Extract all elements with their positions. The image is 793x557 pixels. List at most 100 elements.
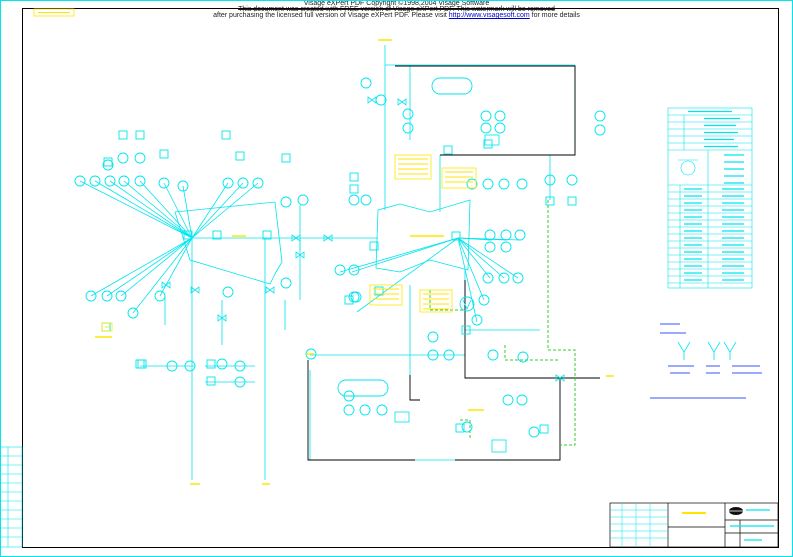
equipment-symbol [502,394,514,406]
equipment-symbol [234,376,246,388]
equipment-symbol [484,229,496,241]
equipment-symbol [154,290,166,302]
equipment-symbol [594,110,606,122]
instrument-tag [349,172,359,182]
equipment-symbol [427,331,439,343]
pipe-line [123,180,193,239]
annotation-box [441,167,477,189]
pipe-line [191,182,229,239]
signal-line [504,345,560,361]
equipment-symbol [252,177,264,189]
equipment-symbols [74,77,606,453]
pipe-line [182,185,193,239]
watermark-line-1: Visage eXPert PDF Copyright ©1998,2004 V… [303,0,490,7]
instrument-tag [451,231,461,241]
pipe-line [191,182,259,239]
boundary-line [455,378,561,461]
equipment-symbol [177,180,189,192]
instrument-tag [262,230,272,240]
pipe-line [457,237,491,279]
equipment-symbol [484,241,496,253]
valve-symbol [323,234,333,242]
equipment-symbol [134,152,146,164]
equipment-symbol [517,351,529,363]
instrument-tag [443,145,453,155]
equipment-symbol [74,175,86,187]
pipe-line [351,237,459,273]
pipe-line [457,237,478,323]
equipment-symbol [237,177,249,189]
equipment-symbol [102,159,114,171]
instrument-tag [483,139,493,149]
equipment-symbol [280,196,292,208]
manifold-housing [375,199,471,273]
annotation-box [369,284,403,306]
equipment-symbol [104,175,116,187]
instrument-tag [103,157,113,167]
equipment-symbol [566,174,578,186]
instrument-tag [206,359,216,369]
equipment-symbol [498,272,510,284]
equipment-symbol [375,94,387,106]
pipe-line [457,237,519,279]
equipment-symbol [360,77,372,89]
equipment-symbol [427,349,439,361]
annotation-boxes [95,39,614,485]
equipment-symbol [480,110,492,122]
equipment-symbol [359,404,371,416]
pipe-line [132,237,193,314]
pipe-line [120,237,193,297]
equipment-symbol [127,307,139,319]
signal-line [429,290,465,311]
manifold-housing [174,201,283,285]
equipment-symbol [280,277,292,289]
visagesoft-link[interactable]: http://www.visagesoft.com [448,12,530,19]
instrument-tag [281,153,291,163]
annotation-box [394,154,432,180]
instrument-tag [135,359,145,369]
watermark-line-3: after purchasing the licensed full versi… [0,12,793,20]
equipment-symbol [512,272,524,284]
annotation-box [419,289,453,313]
valve-symbol [217,314,227,322]
equipment-symbol [234,360,246,372]
valve-symbol [291,234,301,242]
instrument-tag [137,359,147,369]
boundary-lines [307,65,600,461]
equipment-symbol [482,178,494,190]
pipe-line [90,237,193,297]
watermark-line-2: This document was created with FREE vers… [238,6,555,13]
watermark-line-3-prefix: after purchasing the licensed full versi… [213,12,449,19]
equipment-symbol [528,426,540,438]
instrument-tag [206,376,216,386]
pipe-line [457,237,521,241]
valve-symbol [397,98,407,106]
equipment-symbol [544,174,556,186]
equipment-symbol [494,122,506,134]
pipe-line [159,237,193,297]
equipment-symbol [343,404,355,416]
equipment-symbol [166,360,178,372]
title-block-text-marks [730,509,774,541]
notes-area [650,323,762,399]
instrument-tag [455,423,465,433]
equipment-symbol [350,291,362,303]
equipment-symbol [487,349,499,361]
equipment-symbol [134,175,146,187]
legend-table-text-marks [684,110,744,281]
equipment-symbol [500,229,512,241]
valve-symbol [265,286,275,294]
signal-line [460,419,471,440]
valve-symbol [161,281,171,289]
boundary-line [409,375,420,401]
equipment-symbol [348,264,360,276]
equipment-symbol [402,122,414,134]
equipment-symbol [118,175,130,187]
heat-exchanger-symbol [459,296,475,312]
instrument-tag [369,241,379,251]
boundary-line [464,280,600,379]
equipment-symbol [85,290,97,302]
title-block-grid [610,503,668,547]
